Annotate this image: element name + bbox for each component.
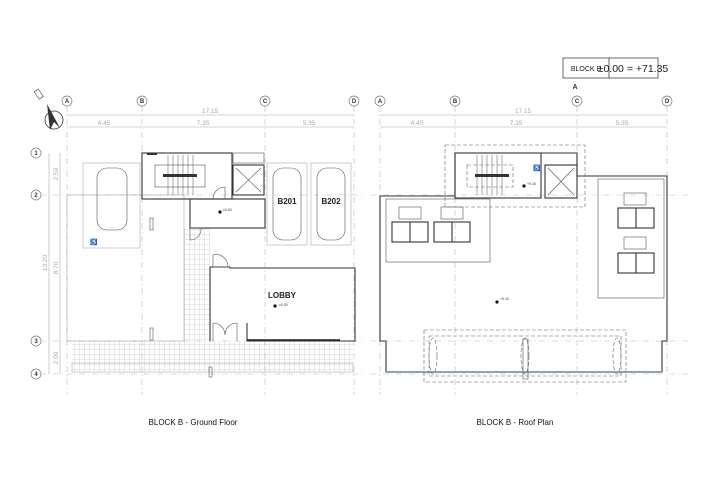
dimension-text: 2.00 [53,351,60,364]
parking-space-b201: B201 [266,162,308,246]
hvac-unit [617,236,655,274]
dimension-text: 17.15 [202,108,219,115]
dimension-text: 5.35 [303,120,316,127]
lobby: LOBBY ±0.00 [209,254,356,342]
parking-label: B202 [321,197,341,206]
parking-space-b202: B202 [310,162,352,246]
level-marker-icon [522,184,526,188]
dimension-text: 13.20 [42,254,49,271]
level-marker-icon [273,304,277,308]
dimension-lines: 17.15 4.45 7.35 5.35 13.20 2.50 8.70 2.0… [42,108,354,374]
ground-floor-plan: A B C D 1 2 3 4 17.15 4.45 7.35 5.35 13.… [30,95,365,427]
hvac-unit [433,206,471,243]
entry-corridor: ±0.00 [189,186,266,241]
dimension-text: 8.70 [53,261,60,274]
grid-bubbles: A B C D [374,95,673,107]
parking-label: B201 [277,197,297,206]
canopy-below [423,329,627,383]
elevation-label: ±0.00 [223,208,232,212]
accessible-icon: ♿ [533,164,541,172]
grid-label: C [263,99,268,105]
elevation-label: ±0.00 [279,303,288,307]
grid-label: B [140,99,145,105]
grid-label: 4 [34,372,38,378]
grid-label: 1 [34,151,38,157]
elevator [232,152,265,196]
parking-space-accessible: ♿ [82,162,141,249]
grid-label: D [352,99,357,105]
dimension-text: 7.35 [197,120,210,127]
grid-label: A [65,99,70,105]
dimension-text: 17.15 [515,108,532,115]
grid-label: A [378,99,383,105]
grid-label: B [453,99,458,105]
grid-lines [370,106,690,395]
dimension-lines: 17.15 4.45 7.35 5.35 [380,108,667,128]
stair-core [141,152,233,200]
grid-label: 3 [34,339,38,345]
grid-label: D [665,99,670,105]
level-marker-icon [495,300,499,304]
block-level-label: BLOCK B ±0.00 = +71.35 A [562,57,669,91]
hvac-unit [617,192,655,229]
plan-title: BLOCK B - Ground Floor [149,418,238,427]
grid-label: C [575,99,580,105]
grid-bubbles: A B C D 1 2 3 4 [30,95,360,380]
accessible-icon: ♿ [90,238,98,246]
grid-label: 2 [34,193,38,199]
room-label: LOBBY [268,291,297,300]
elevation-label: +9.15 [527,182,536,186]
elevation-label: +9.10 [500,297,509,301]
dimension-text: 2.50 [53,167,60,180]
section-marker: A [572,84,577,91]
dimension-text: 4.45 [98,120,111,127]
plan-title: BLOCK B - Roof Plan [477,418,554,427]
hvac-unit [391,206,429,243]
hvac-units [391,192,655,274]
roof-plan: A B C D 17.15 4.45 7.35 5.35 ♿ [370,95,690,427]
stair-core-roof: ♿ +9.15 [444,144,586,208]
north-arrow-icon [33,88,64,130]
paving-tiles [71,228,354,373]
dimension-text: 5.35 [616,120,629,127]
dimension-text: 7.35 [510,120,523,127]
block-name: BLOCK B [571,66,602,73]
dimension-text: 4.45 [411,120,424,127]
level-datum: ±0.00 = +71.35 [598,63,669,75]
level-marker-icon [218,210,222,214]
